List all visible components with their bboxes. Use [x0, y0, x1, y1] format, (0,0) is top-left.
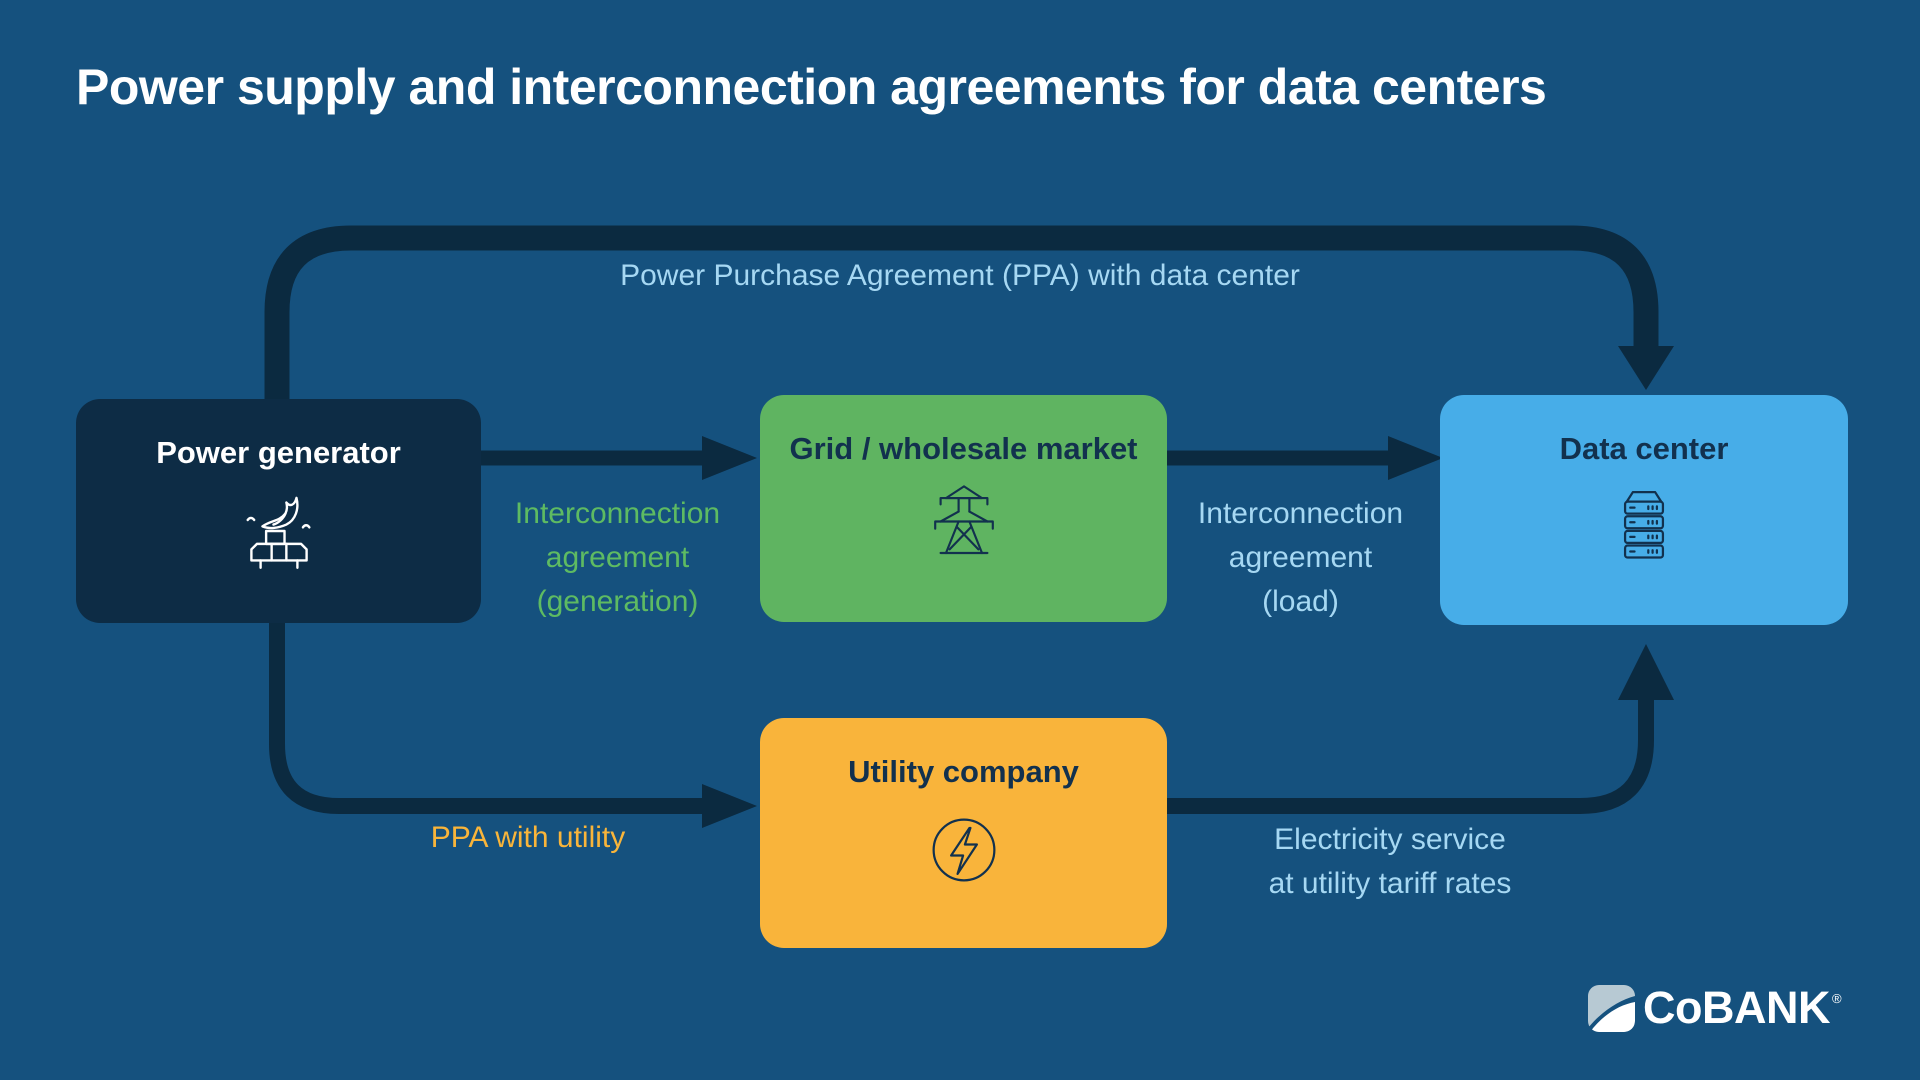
arrow-electricity [1167, 696, 1654, 814]
transmission-tower-icon [933, 485, 994, 555]
label-interconnection-generation: Interconnection agreement (generation) [514, 497, 721, 618]
registered-trademark: ® [1831, 991, 1842, 1006]
label-interconnection-load: Interconnection agreement (load) [1197, 497, 1404, 618]
arrowhead-right-icon [702, 784, 757, 828]
node-data-center: Data center [1440, 395, 1848, 625]
power-plant-icon [246, 496, 311, 569]
lightning-bolt-icon [932, 818, 995, 882]
node-utility-company: Utility company [760, 718, 1167, 948]
server-stack-icon [1623, 491, 1665, 559]
label-ppa-with-data-center: Power Purchase Agreement (PPA) with data… [620, 259, 1300, 292]
arrow-ppa-data-center [264, 225, 1659, 430]
cobank-wordmark: CoBANK® [1643, 982, 1842, 1033]
node-power-generator: Power generator [76, 399, 481, 623]
arrow-ppa-utility [269, 615, 704, 814]
arrowhead-right-icon [1388, 436, 1443, 480]
arrowhead-up-icon [1618, 644, 1674, 700]
node-grid-wholesale-market: Grid / wholesale market [760, 395, 1167, 622]
cobank-logo-icon [1588, 984, 1635, 1032]
node-label: Utility company [848, 754, 1079, 789]
label-ppa-with-utility: PPA with utility [430, 821, 626, 854]
arrowhead-down-icon [1618, 346, 1674, 390]
label-electricity-service: Electricity service at utility tariff ra… [1268, 823, 1512, 900]
node-label: Grid / wholesale market [789, 431, 1138, 466]
cobank-logo: CoBANK® [1588, 982, 1842, 1034]
arrowhead-right-icon [702, 436, 757, 480]
page-title: Power supply and interconnection agreeme… [76, 59, 1547, 115]
node-label: Power generator [156, 435, 401, 470]
node-label: Data center [1559, 431, 1729, 466]
